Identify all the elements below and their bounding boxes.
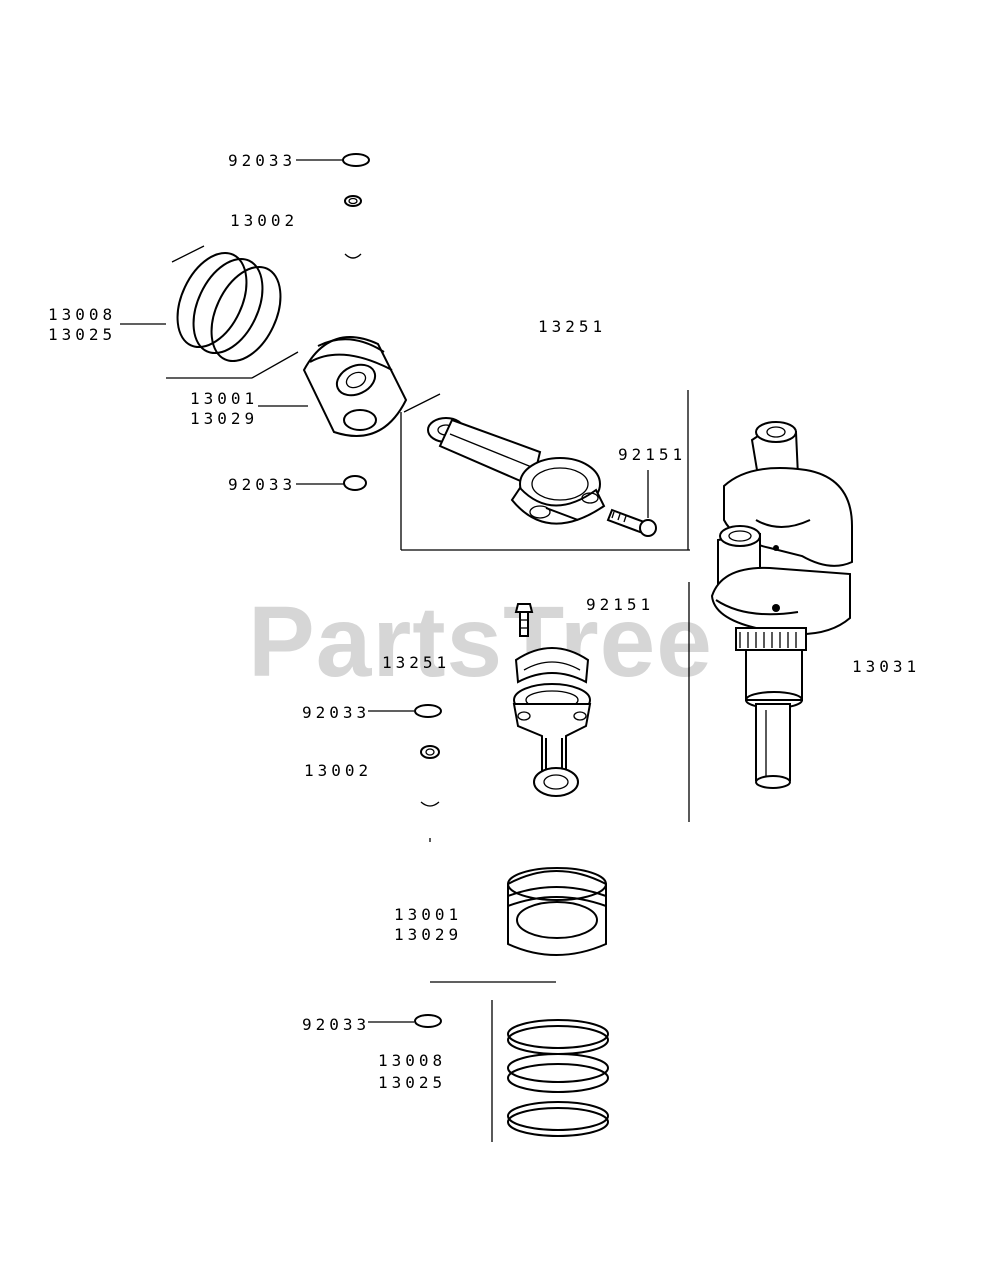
part-label-13008-lower: 13008 — [378, 1051, 446, 1070]
part-label-92151-top: 92151 — [618, 445, 686, 464]
part-label-13031: 13031 — [852, 657, 920, 676]
rod-bolt-top[interactable] — [606, 470, 657, 537]
piston-ring-set-top[interactable] — [120, 242, 299, 379]
circlip-top[interactable] — [296, 153, 370, 167]
part-label-92033-lower-upper: 92033 — [302, 703, 370, 722]
piston-ring-set-lower[interactable] — [491, 1000, 609, 1142]
part-label-92033-lower-bottom: 92033 — [302, 1015, 370, 1034]
part-label-13001-top: 13001 — [190, 389, 258, 408]
crankshaft[interactable] — [688, 421, 853, 822]
piston-top[interactable] — [258, 336, 441, 437]
piston-pin-top[interactable] — [344, 195, 362, 259]
part-label-13251-lower: 13251 — [382, 653, 450, 672]
part-label-13001-lower: 13001 — [394, 905, 462, 924]
rod-bolt-lower[interactable] — [514, 603, 534, 637]
part-label-13251-top: 13251 — [538, 317, 606, 336]
part-label-92033-middle: 92033 — [228, 475, 296, 494]
part-label-13002-lower: 13002 — [304, 761, 372, 780]
circlip-lower-bottom[interactable] — [368, 1014, 442, 1028]
part-label-13002-top: 13002 — [230, 211, 298, 230]
watermark: PartsTree — [248, 586, 713, 698]
part-label-13029-lower: 13029 — [394, 925, 462, 944]
part-label-92033-top: 92033 — [228, 151, 296, 170]
part-label-13025-lower: 13025 — [378, 1073, 446, 1092]
connecting-rod-lower[interactable] — [512, 647, 592, 797]
circlip-lower-upper[interactable] — [368, 704, 442, 718]
connecting-rod-top[interactable] — [400, 390, 690, 551]
part-label-13008-top: 13008 — [48, 305, 116, 324]
circlip-middle[interactable] — [296, 475, 367, 491]
part-label-92151-lower: 92151 — [586, 595, 654, 614]
piston-lower[interactable] — [430, 867, 607, 983]
part-label-13029-top: 13029 — [190, 409, 258, 428]
part-label-13025-top: 13025 — [48, 325, 116, 344]
piston-pin-lower[interactable] — [420, 745, 440, 842]
